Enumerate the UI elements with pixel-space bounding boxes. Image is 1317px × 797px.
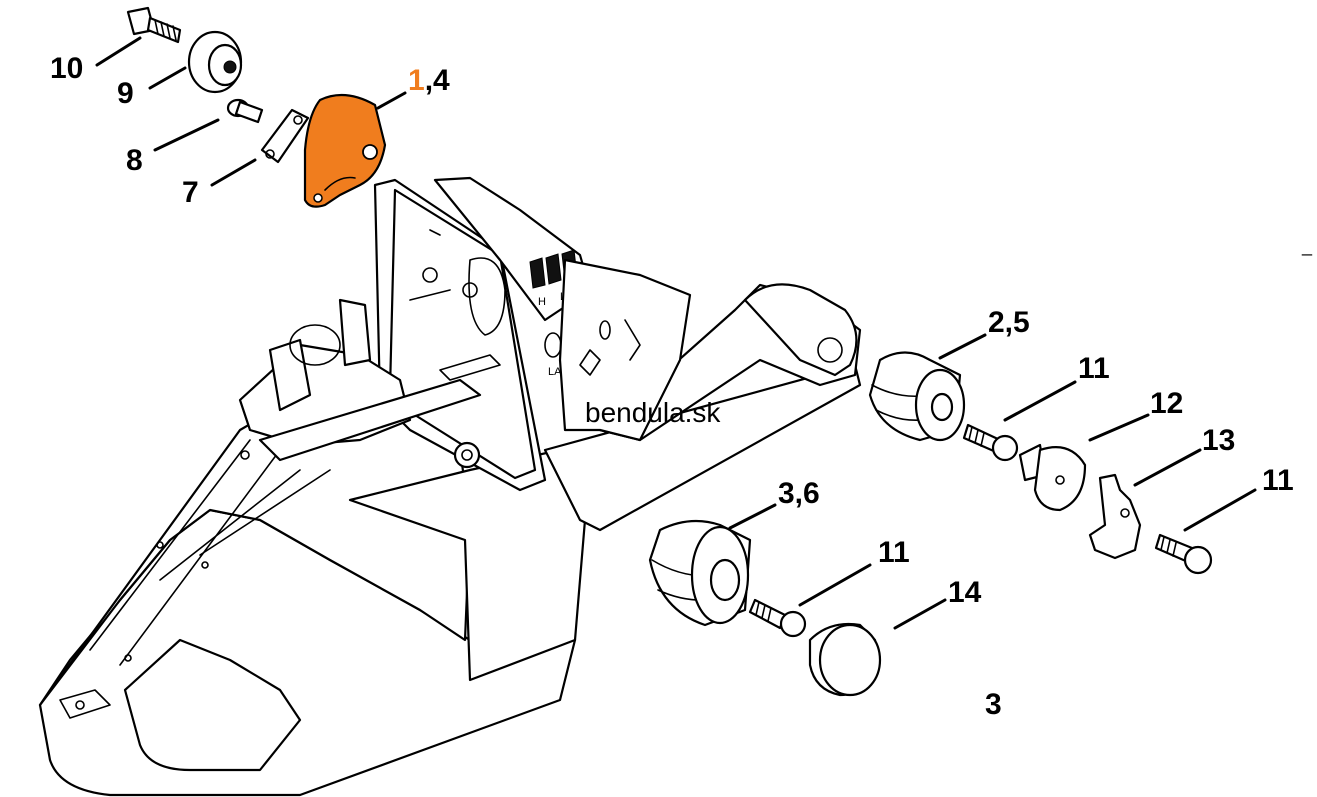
callout-3: 3 — [985, 688, 1002, 721]
part-9-washer[interactable] — [187, 30, 243, 94]
part-14-cap[interactable] — [808, 622, 882, 697]
callout-7: 7 — [182, 176, 199, 209]
watermark-text: bendula.sk — [585, 397, 721, 428]
stray-dash: _ — [1301, 236, 1313, 257]
part-2-5-av-element[interactable] — [868, 351, 966, 442]
part-13-bracket[interactable] — [1088, 473, 1142, 560]
callout-2-5: 2,5 — [988, 306, 1030, 339]
callout-1-4: 1,4 — [408, 64, 450, 97]
callout-14: 14 — [948, 576, 982, 609]
callout-12: 12 — [1150, 387, 1183, 420]
callout-11-a: 11 — [1078, 352, 1110, 385]
mark-la: LA — [548, 366, 562, 378]
mark-h: H — [538, 296, 546, 308]
callout-9: 9 — [117, 77, 134, 110]
part-3-6-av-element[interactable] — [648, 519, 752, 627]
part-11-screw-a[interactable] — [962, 423, 1019, 462]
part-1-4-cover[interactable] — [303, 93, 387, 208]
leader-lines — [95, 36, 1257, 630]
callout-1-highlight: 1 — [408, 64, 425, 97]
part-11-screw-c[interactable] — [748, 598, 807, 638]
callout-13: 13 — [1202, 424, 1235, 457]
callout-3-6: 3,6 — [778, 477, 820, 510]
callout-11-c: 11 — [878, 536, 910, 569]
part-11-screw-b[interactable] — [1154, 533, 1213, 575]
part-8-screw[interactable] — [226, 98, 264, 124]
main-housing: H L LA — [38, 176, 862, 797]
part-10-screw[interactable] — [126, 6, 182, 44]
callout-1-4-rest: ,4 — [425, 64, 450, 97]
part-7-plate[interactable] — [260, 108, 310, 164]
callout-labels: 10 9 8 7 1,4 2,5 11 12 13 11 3,6 11 14 3… — [50, 52, 1313, 721]
callout-11-b: 11 — [1262, 464, 1294, 497]
callout-8: 8 — [126, 144, 143, 177]
part-12-plate[interactable] — [1018, 443, 1087, 512]
callout-10: 10 — [50, 52, 83, 85]
